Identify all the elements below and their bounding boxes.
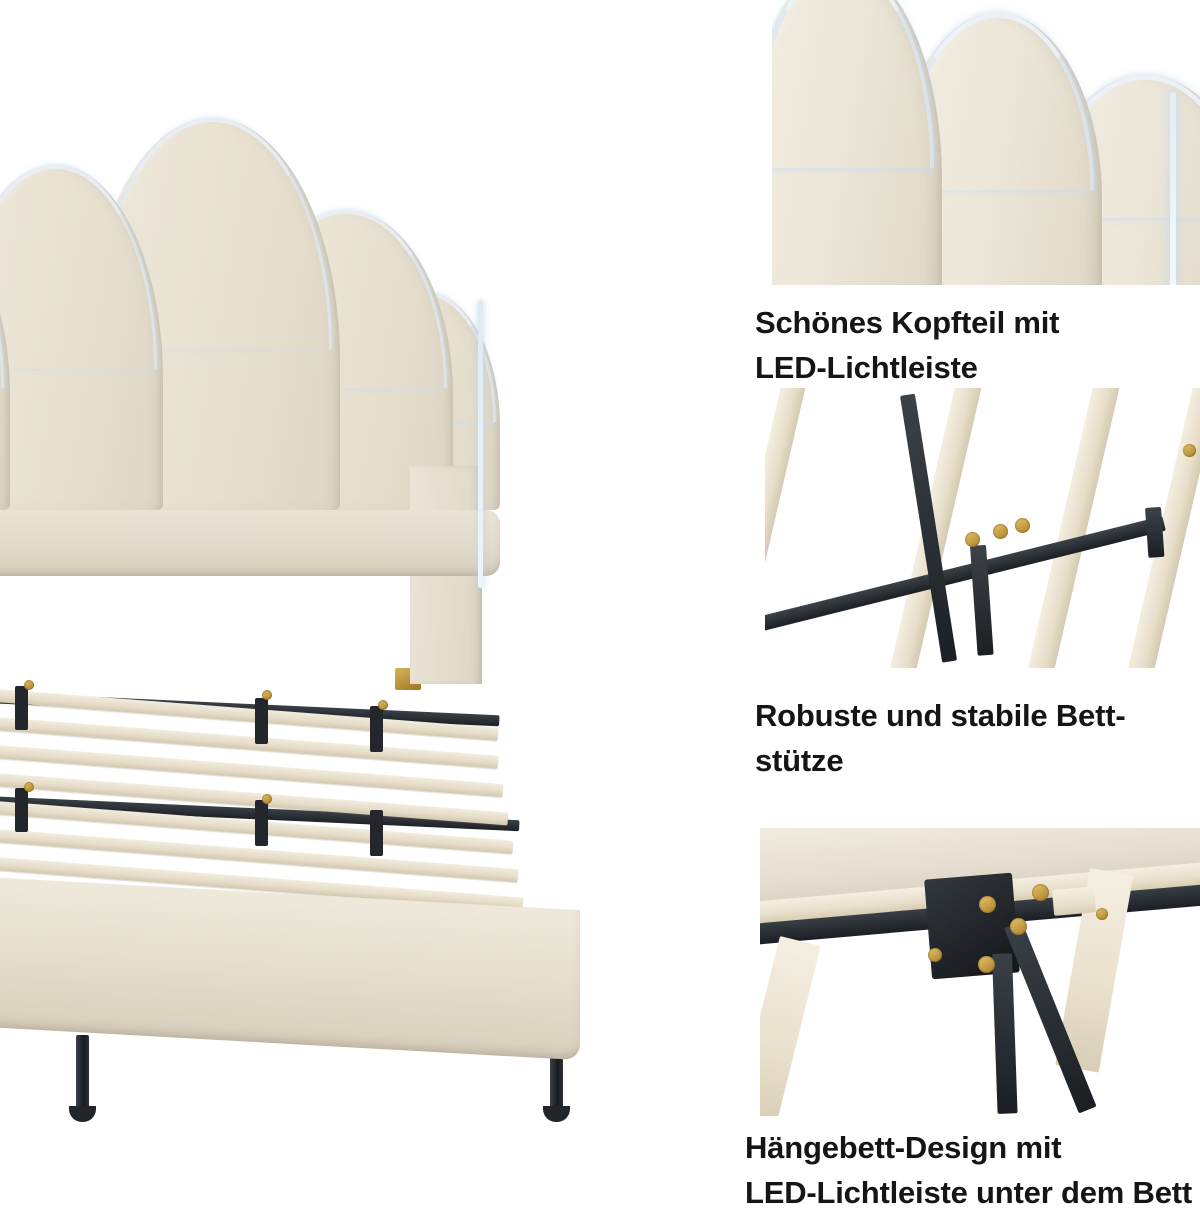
- feature-caption-headboard-led: Schönes Kopfteil mit LED-Lichtleiste: [755, 300, 1060, 390]
- caption-line: stütze: [755, 743, 844, 778]
- caption-line: Schönes Kopfteil mit: [755, 305, 1060, 340]
- slat-deck: [0, 660, 620, 911]
- brass-screw: [1183, 444, 1196, 457]
- brass-screw: [1010, 918, 1027, 935]
- feature-caption-bed-support: Robuste und stabile Bett- stütze: [755, 693, 1126, 783]
- metal-support-leg: [992, 953, 1018, 1114]
- main-product-photo: [0, 110, 620, 1122]
- cross-support: [370, 810, 383, 856]
- wood-slat-closeup: [1020, 388, 1121, 668]
- brass-screw: [928, 948, 942, 962]
- feature-image-floating-design: [760, 828, 1200, 1116]
- brass-screw: [1096, 908, 1108, 920]
- headboard: [0, 110, 500, 588]
- brass-screw: [24, 782, 34, 792]
- caption-line: Robuste und stabile Bett-: [755, 698, 1126, 733]
- feature-image-headboard-led: [772, 0, 1200, 285]
- cross-support: [255, 698, 268, 744]
- brass-screw: [24, 680, 34, 690]
- cross-support: [370, 706, 383, 752]
- metal-support-leg: [1145, 506, 1165, 558]
- led-strip-closeup: [1170, 92, 1176, 285]
- wood-slat-closeup: [760, 936, 821, 1116]
- brass-screw: [378, 700, 388, 710]
- caption-line: Hängebett-Design mit: [745, 1130, 1062, 1165]
- cross-support: [15, 788, 28, 832]
- brass-screw: [978, 956, 995, 973]
- feature-caption-floating-design: Hängebett-Design mit LED-Lichtleiste unt…: [745, 1125, 1192, 1215]
- brass-screw: [965, 532, 980, 547]
- caption-line: LED-Lichtleiste unter dem Bett: [745, 1175, 1192, 1210]
- brass-screw: [1015, 518, 1030, 533]
- brass-screw: [1032, 884, 1049, 901]
- cross-support: [15, 686, 28, 730]
- headboard-base: [0, 510, 500, 576]
- wood-block-closeup: [1052, 886, 1097, 916]
- feature-image-bed-support: [765, 388, 1200, 668]
- brass-screw: [262, 794, 272, 804]
- caption-line: LED-Lichtleiste: [755, 350, 978, 385]
- brass-screw: [262, 690, 272, 700]
- led-strip: [478, 300, 483, 588]
- cross-support: [255, 800, 268, 846]
- brass-screw: [993, 524, 1008, 539]
- metal-cross-bar: [765, 515, 1166, 635]
- headboard-petal-closeup: [772, 0, 942, 285]
- brass-screw: [979, 896, 996, 913]
- bed-leg: [69, 1035, 96, 1122]
